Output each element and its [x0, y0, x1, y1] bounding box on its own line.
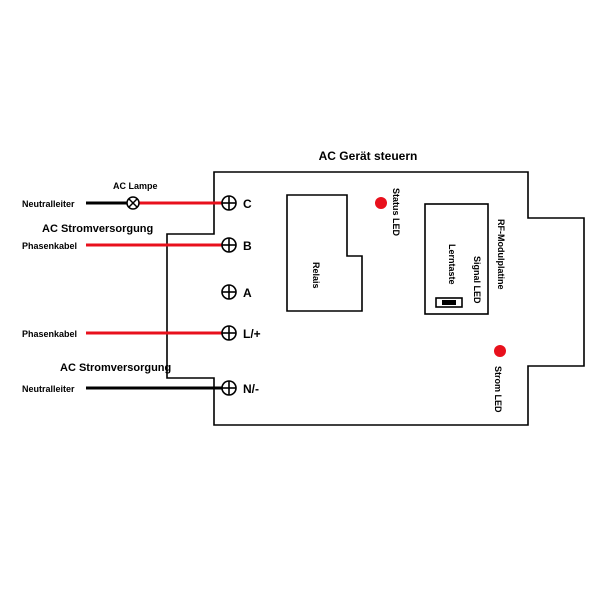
learn-button-icon — [435, 297, 463, 308]
terminal-l-label: L/+ — [243, 327, 261, 341]
terminal-b-label: B — [243, 239, 252, 253]
terminal-a: A — [221, 284, 252, 300]
rf-module-board — [424, 203, 489, 315]
terminal-c-label: C — [243, 197, 252, 211]
power-label-bottom: AC Stromversorgung — [60, 362, 171, 374]
relay-block — [286, 194, 363, 312]
diagram-title: AC Gerät steuern — [319, 149, 418, 163]
status-led-label: Status LED — [391, 188, 401, 237]
power-led-icon — [494, 345, 506, 357]
status-led-icon — [375, 197, 387, 209]
terminal-n-label: N/- — [243, 382, 259, 396]
relay-label: Relais — [311, 262, 321, 289]
terminal-l: L/+ — [221, 325, 261, 341]
power-led-label: Strom LED — [493, 366, 503, 413]
terminal-a-label: A — [243, 286, 252, 300]
neutral-label-top: Neutralleiter — [22, 199, 75, 209]
terminal-c: C — [221, 195, 252, 211]
lamp-icon — [126, 196, 140, 210]
phase-label-mid: Phasenkabel — [22, 329, 77, 339]
rf-module-title: RF-Modulplatine — [496, 219, 506, 290]
enclosure-outline — [166, 171, 585, 426]
terminal-n: N/- — [221, 380, 259, 396]
learn-button-label: Lerntaste — [447, 244, 457, 285]
phase-label-top: Phasenkabel — [22, 241, 77, 251]
neutral-label-bottom: Neutralleiter — [22, 384, 75, 394]
terminal-b: B — [221, 237, 252, 253]
signal-led-label: Signal LED — [472, 256, 482, 304]
power-label-top: AC Stromversorgung — [42, 223, 153, 235]
lamp-label: AC Lampe — [113, 181, 158, 191]
